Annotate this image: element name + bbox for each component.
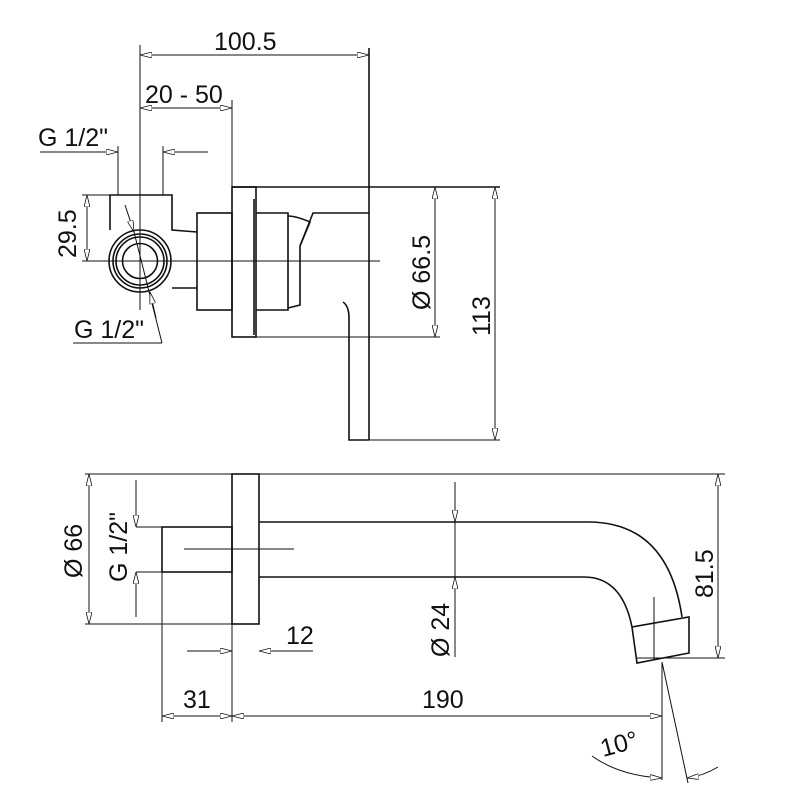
cap (256, 212, 289, 311)
outlet-angle-line (661, 661, 689, 784)
lever (342, 301, 369, 441)
dim-side-flange-diameter: Ø 66 (60, 524, 88, 578)
dim-inlet-offset: 29.5 (54, 209, 82, 258)
dim-width-total: 100.5 (214, 28, 277, 56)
dim-spout-diameter: Ø 24 (427, 603, 455, 657)
dim-connection-thread: G 1/2" (105, 512, 133, 582)
dim-flange-thickness: 12 (286, 622, 314, 650)
dim-wall-range: 20 - 50 (145, 81, 223, 109)
leader-thread-arrow (150, 292, 157, 319)
dim-inlet-thread-top: G 1/2" (38, 124, 108, 152)
dim-height-total: 113 (468, 296, 496, 336)
dim-flange-diameter: Ø 66.5 (408, 235, 436, 310)
inlet-body (109, 194, 198, 233)
spout-inner (259, 576, 633, 628)
dim-spout-height: 81.5 (691, 549, 719, 598)
spout-outer (259, 521, 683, 618)
dim-outlet-angle: 10° (597, 726, 641, 763)
side-view: Ø 66 G 1/2" Ø 24 81.5 12 31 190 (60, 473, 725, 784)
angle-arc-right (687, 766, 719, 778)
top-view: 100.5 20 - 50 G 1/2" 29.5 G 1/2" Ø 66.5 … (38, 28, 500, 441)
leader-thread-top (124, 204, 135, 232)
aerator (631, 616, 690, 664)
wall-flange (231, 186, 257, 338)
angle-arc-left (591, 755, 662, 778)
dim-inlet-thread-bottom: G 1/2" (74, 316, 144, 344)
leader-thread (133, 231, 163, 344)
dim-connector-length: 31 (183, 686, 211, 714)
lever-top (299, 212, 369, 247)
dim-spout-reach: 190 (422, 686, 464, 714)
